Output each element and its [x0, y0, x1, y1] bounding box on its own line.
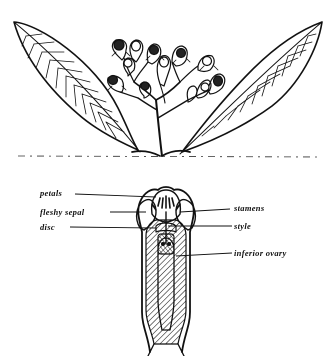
separator-dashed-line	[18, 156, 322, 157]
flowering-branch-illustration	[14, 22, 322, 157]
label-fleshy-sepal: fleshy sepal	[40, 207, 85, 217]
label-petals: petals	[39, 188, 62, 198]
label-disc: disc	[40, 222, 55, 232]
label-stamens: stamens	[233, 203, 265, 213]
label-style: style	[233, 221, 251, 231]
flower-cluster	[108, 40, 225, 102]
inferior-ovary-shape	[158, 234, 174, 254]
label-inferior-ovary: inferior ovary	[234, 248, 287, 258]
